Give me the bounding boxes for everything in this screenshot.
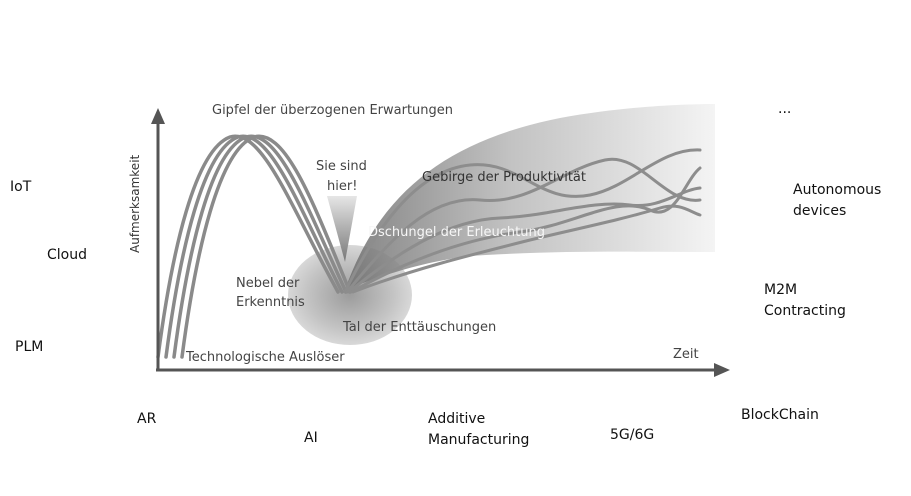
tech-blockchain: BlockChain <box>741 407 819 423</box>
tech-additive-line1: Additive <box>428 411 486 427</box>
plateau-curve-2 <box>345 157 702 294</box>
tech-5g-6g: 5G/6G <box>610 427 655 443</box>
tech-plm: PLM <box>15 339 44 355</box>
tech-autonomous-line2: devices <box>793 203 847 219</box>
hype-curves <box>156 134 352 359</box>
label-technology-trigger: Technologische Auslöser <box>186 350 345 365</box>
label-fog-of-insight-line1: Nebel der <box>236 276 300 291</box>
y-axis-label: Aufmerksamkeit <box>128 154 142 253</box>
hype-curve-3 <box>172 134 348 359</box>
tech-ellipsis: ... <box>778 101 792 117</box>
label-fog-of-insight-line2: Erkenntnis <box>236 295 305 310</box>
axes <box>151 108 730 377</box>
x-axis-label: Zeit <box>673 347 699 362</box>
label-trough-of-disillusionment: Tal der Enttäuschungen <box>343 320 497 335</box>
hype-curve-4 <box>180 134 352 359</box>
x-axis-arrowhead <box>714 363 730 377</box>
tech-m2m-line2: Contracting <box>764 303 846 319</box>
hype-curve-2 <box>164 134 344 359</box>
label-mountains-of-productivity: Gebirge der Produktivität <box>422 170 586 185</box>
you-are-here-marker <box>327 196 357 262</box>
plateau-band <box>345 104 715 290</box>
plateau-curve-5 <box>351 204 702 294</box>
tech-cloud: Cloud <box>47 247 87 263</box>
tech-iot: IoT <box>10 179 32 195</box>
label-you-are-here-line2: hier! <box>327 179 358 194</box>
tech-ai: AI <box>304 430 318 446</box>
tech-additive-line2: Manufacturing <box>428 432 530 448</box>
plateau-curves <box>343 148 702 294</box>
label-peak-of-inflated-expectations: Gipfel der überzogenen Erwartungen <box>212 103 454 118</box>
tech-m2m-line1: M2M <box>764 282 798 298</box>
plateau-curve-4 <box>349 166 702 294</box>
tech-ar: AR <box>137 411 157 427</box>
plateau-curve-3 <box>347 186 702 294</box>
hype-curve-1 <box>156 134 340 359</box>
tech-autonomous-line1: Autonomous <box>793 182 882 198</box>
y-axis-arrowhead <box>151 108 165 124</box>
label-you-are-here-line1: Sie sind <box>316 159 367 174</box>
label-jungle-of-enlightenment: Dschungel der Erleuchtung <box>368 225 545 240</box>
